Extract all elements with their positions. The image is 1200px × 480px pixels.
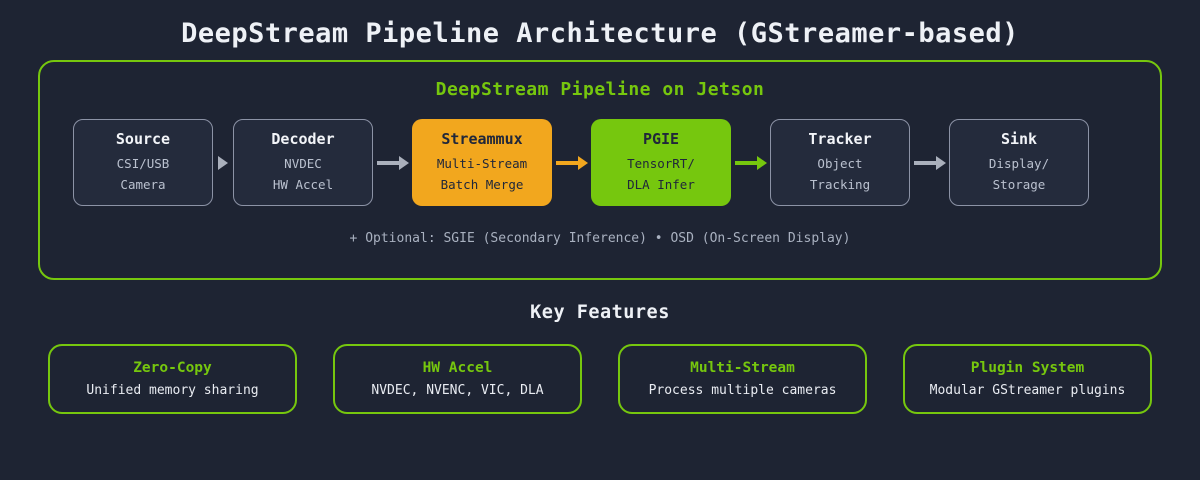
stage-tracker-title: Tracker	[808, 129, 872, 148]
feature-desc: Unified memory sharing	[86, 383, 259, 398]
flow-arrow-icon	[213, 155, 233, 170]
stage-streammux-title: Streammux	[441, 129, 523, 148]
flow-arrow-icon	[910, 155, 949, 170]
pipeline-flow-row: Source CSI/USB Camera Decoder NVDEC HW A…	[40, 119, 1160, 206]
arrow-head-icon	[398, 155, 409, 170]
features-heading: Key Features	[530, 302, 670, 323]
stage-tracker-line: Tracking	[809, 177, 871, 192]
stage-sink: Sink Display/ Storage	[949, 119, 1089, 206]
stage-pgie-line: TensorRT/	[627, 155, 695, 171]
feature-desc: Modular GStreamer plugins	[929, 383, 1126, 398]
stage-sink-line: Storage	[992, 177, 1046, 192]
page-title: DeepStream Pipeline Architecture (GStrea…	[181, 18, 1019, 49]
stage-streammux-line: Batch Merge	[440, 177, 524, 192]
features-row: Zero-Copy Unified memory sharing HW Acce…	[0, 344, 1200, 414]
stage-source-title: Source	[115, 129, 171, 148]
arrow-stem	[376, 160, 399, 165]
stage-streammux-line: Multi-Stream	[436, 155, 528, 171]
pipeline-panel: DeepStream Pipeline on Jetson Source CSI…	[38, 60, 1162, 280]
arrow-head-icon	[756, 155, 767, 170]
flow-arrow-icon	[373, 155, 412, 170]
stage-sink-title: Sink	[1000, 129, 1038, 148]
feature-title: HW Accel	[422, 360, 493, 376]
stage-pgie: PGIE TensorRT/ DLA Infer	[591, 119, 731, 206]
optional-note: + Optional: SGIE (Secondary Inference) •…	[349, 231, 851, 246]
flow-arrow-icon	[552, 155, 591, 170]
stage-tracker: Tracker Object Tracking	[770, 119, 910, 206]
feature-card-zero-copy: Zero-Copy Unified memory sharing	[48, 344, 297, 414]
stage-streammux: Streammux Multi-Stream Batch Merge	[412, 119, 552, 206]
feature-desc: Process multiple cameras	[648, 383, 837, 398]
stage-decoder-title: Decoder	[271, 129, 335, 148]
arrow-stem	[555, 160, 578, 165]
arrow-head-icon	[577, 155, 588, 170]
stage-decoder-line: HW Accel	[272, 177, 334, 192]
feature-card-hw-accel: HW Accel NVDEC, NVENC, VIC, DLA	[333, 344, 582, 414]
stage-source: Source CSI/USB Camera	[73, 119, 213, 206]
feature-title: Zero-Copy	[133, 360, 212, 376]
flow-arrow-icon	[731, 155, 770, 170]
stage-source-line: CSI/USB	[116, 155, 170, 171]
feature-title: Plugin System	[970, 360, 1085, 376]
pipeline-panel-heading: DeepStream Pipeline on Jetson	[435, 79, 765, 100]
feature-card-multi-stream: Multi-Stream Process multiple cameras	[618, 344, 867, 414]
stage-decoder-line: NVDEC	[284, 155, 322, 171]
stage-decoder: Decoder NVDEC HW Accel	[233, 119, 373, 206]
feature-card-plugin-system: Plugin System Modular GStreamer plugins	[903, 344, 1152, 414]
stage-source-line: Camera	[120, 177, 166, 192]
stage-sink-line: Display/	[988, 155, 1050, 171]
stage-pgie-line: DLA Infer	[627, 177, 695, 192]
feature-desc: NVDEC, NVENC, VIC, DLA	[371, 383, 544, 398]
arrow-stem	[913, 160, 936, 165]
arrow-head-icon	[935, 155, 946, 170]
feature-title: Multi-Stream	[690, 360, 795, 376]
stage-tracker-line: Object	[817, 155, 863, 171]
stage-pgie-title: PGIE	[642, 129, 680, 148]
arrow-head-icon	[218, 155, 228, 170]
arrow-stem	[734, 160, 757, 165]
